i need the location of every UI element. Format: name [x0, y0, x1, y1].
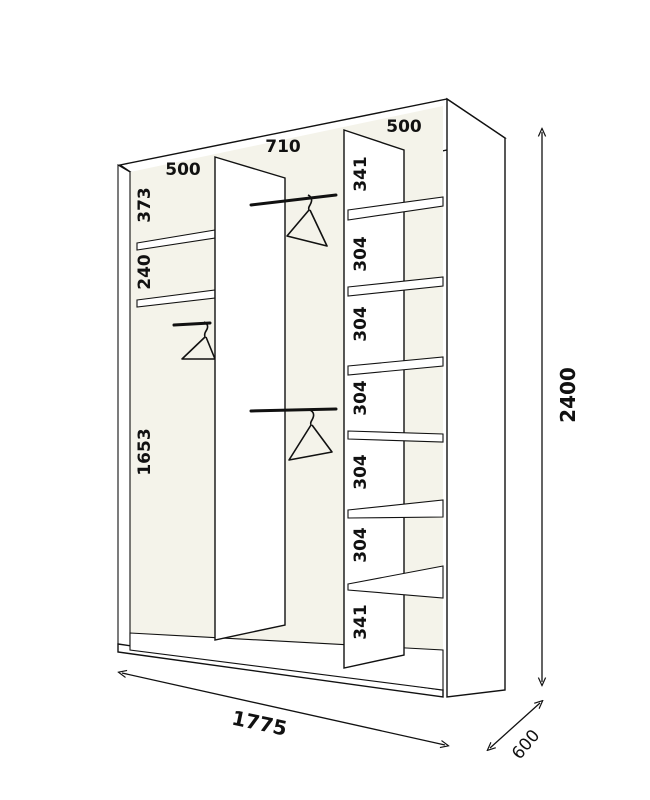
right-divider-panel	[343, 129, 405, 669]
right-dim-label-1: 341	[351, 156, 371, 192]
right-shelf-2	[347, 276, 444, 297]
right-shelf-3	[347, 356, 444, 376]
depth-dimension-line	[490, 703, 540, 748]
width-label: 1775	[230, 706, 289, 741]
right-shelf-4	[347, 430, 444, 443]
right-dim-label-3: 304	[351, 306, 371, 342]
right-section	[347, 196, 444, 599]
top-right-depth-label: 500	[386, 117, 422, 137]
left-dim-label-3: 1653	[135, 428, 155, 475]
left-side-panel	[117, 164, 131, 651]
left-dim-label-1: 373	[135, 187, 155, 223]
right-shelf-5	[347, 499, 444, 519]
left-section	[136, 229, 216, 360]
right-dim-label-7: 341	[351, 604, 371, 640]
width-dimension-line	[122, 673, 445, 745]
top-left-depth-label: 500	[165, 160, 201, 180]
right-dim-label-5: 304	[351, 454, 371, 490]
right-dim-label-2: 304	[351, 236, 371, 272]
lower-hanging-rod	[249, 407, 338, 413]
hanger-icon	[288, 409, 333, 461]
right-shelf-6	[347, 565, 444, 599]
wardrobe-carcass	[117, 97, 507, 698]
right-side-panel	[446, 97, 506, 698]
left-hanging-rod	[172, 321, 212, 327]
left-dim-label-2: 240	[135, 254, 155, 290]
right-dim-label-4: 304	[351, 380, 371, 416]
middle-section	[249, 193, 338, 461]
right-dim-label-6: 304	[351, 527, 371, 563]
height-label: 2400	[556, 367, 580, 423]
upper-hanging-rod	[249, 193, 338, 207]
hanger-icon	[286, 194, 328, 247]
top-middle-width-label: 710	[265, 137, 301, 157]
depth-label: 600	[508, 726, 544, 764]
right-shelf-1	[347, 196, 444, 221]
left-divider-panel	[214, 156, 286, 641]
hanger-icon	[181, 321, 216, 360]
